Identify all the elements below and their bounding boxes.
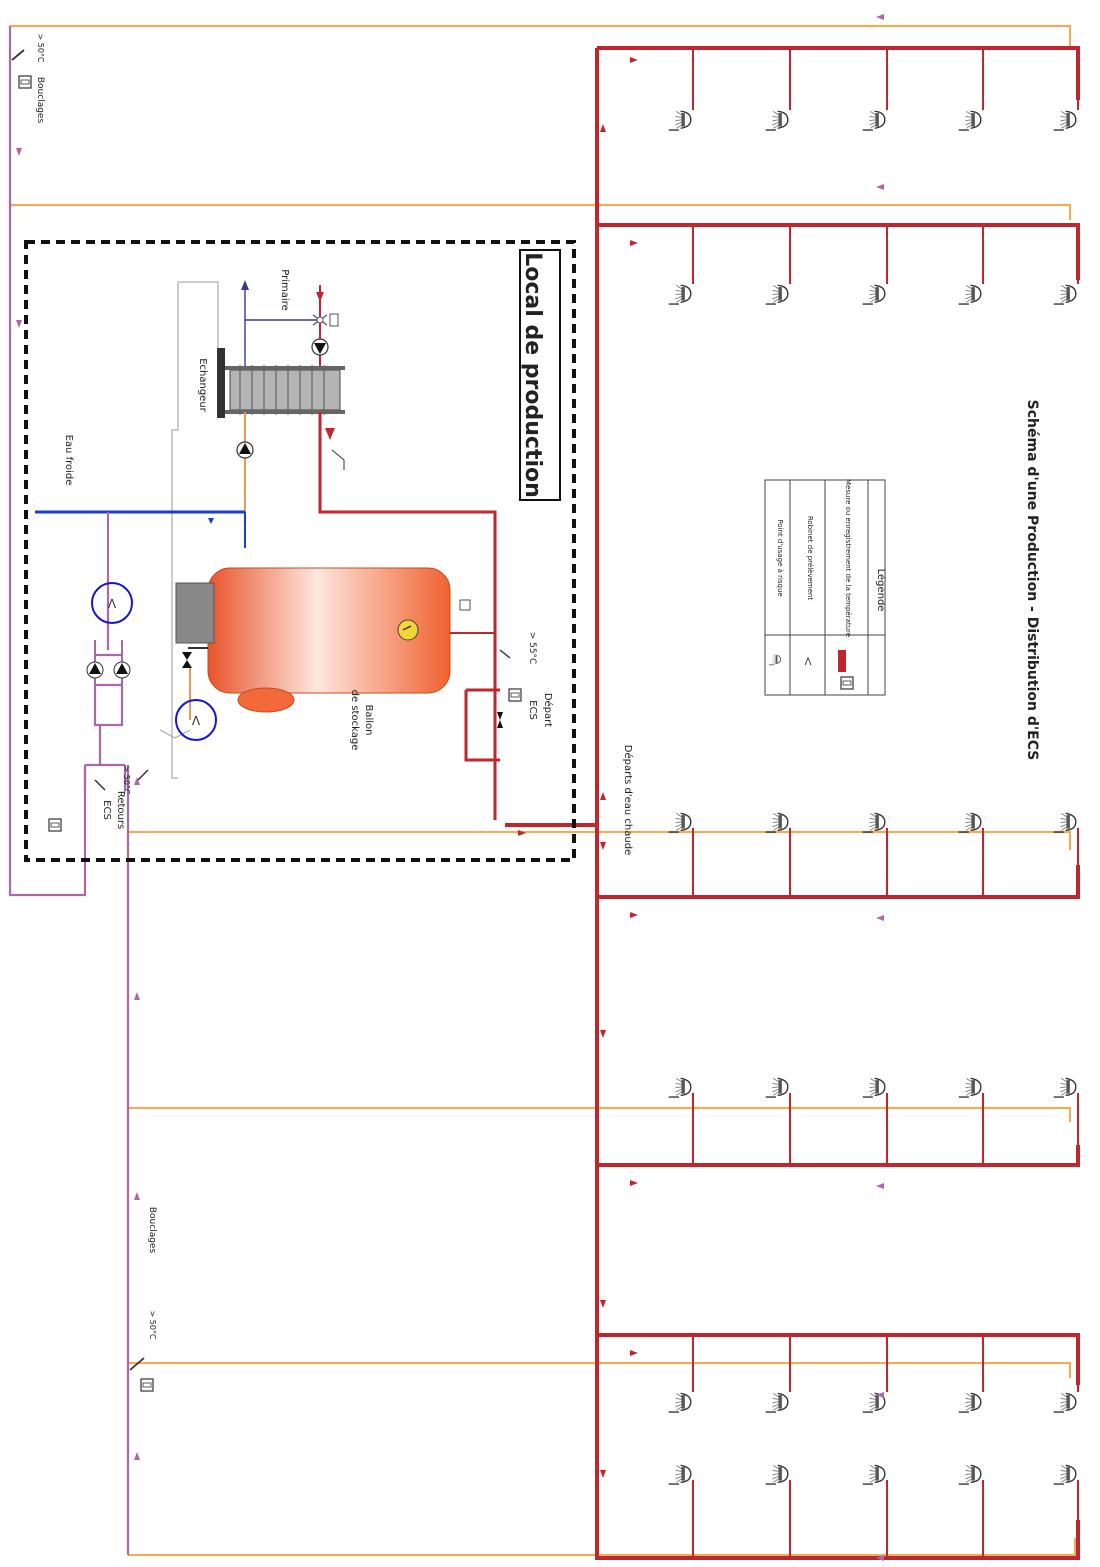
- return-pipes: [8, 26, 130, 1555]
- shower-risers: [692, 48, 1079, 1558]
- shower-icon: [1053, 1392, 1077, 1413]
- shower-icon: [958, 812, 982, 833]
- production-room-border: [24, 240, 576, 862]
- hot-flow-arrows: [518, 57, 638, 1478]
- depart-label: Départ: [542, 693, 554, 727]
- depart-label-2: ECS: [527, 700, 538, 720]
- retours-label-2: ECS: [101, 800, 112, 820]
- svg-text:ᐱ: ᐱ: [108, 597, 117, 611]
- thermometer-icon: [838, 650, 846, 672]
- primary-circuit: [241, 280, 339, 380]
- heat-exchanger: [217, 348, 345, 418]
- shower-icon: [765, 1077, 789, 1098]
- bouclages-label-2: Bouclages: [147, 1207, 157, 1254]
- shower-icon: [1053, 284, 1077, 305]
- temp-label-55: > 55°C: [527, 632, 537, 665]
- shower-icon: [958, 110, 982, 131]
- shower-icon: [958, 1077, 982, 1098]
- shower-icon: [765, 110, 789, 131]
- shower-icon: [1053, 1077, 1077, 1098]
- shower-icon: [765, 1392, 789, 1413]
- legend-row-1: Mesure ou enregistrement de la températu…: [844, 479, 852, 637]
- shower-icon: [862, 110, 886, 131]
- departs-eau-chaude-label: Départs d'eau chaude: [622, 745, 634, 855]
- temp-label-50-return: > 50°C: [122, 765, 131, 794]
- gauge-icon: [397, 619, 419, 641]
- recorder-icon: [48, 818, 62, 832]
- three-way-valve-icon: [312, 313, 339, 327]
- shower-icon: [765, 284, 789, 305]
- shower-icon: [862, 1077, 886, 1098]
- shower-icon: [862, 1464, 886, 1485]
- shower-group: [668, 110, 1077, 1485]
- shower-icon: [668, 284, 692, 305]
- legend-title: Légende: [875, 569, 887, 612]
- legend-row-2: Robinet de prélèvement: [806, 516, 814, 601]
- primary-pump-icon: [311, 338, 329, 356]
- shower-icon: [1053, 110, 1077, 131]
- temp-label-50-top: > 50°C: [36, 33, 45, 62]
- recirculation-pumps: [86, 640, 131, 700]
- primaire-label: Primaire: [279, 269, 290, 310]
- shower-icon: [668, 110, 692, 131]
- depart-ecs-branch: [464, 649, 522, 762]
- loop-pipes: [10, 24, 1077, 1557]
- local-label-box: Local de production: [519, 249, 561, 501]
- flow-arrows: [16, 14, 884, 1561]
- sample-tap-icon: ᐱ: [805, 657, 812, 668]
- svg-text:ᐱ: ᐱ: [192, 714, 201, 728]
- shower-icon: [765, 812, 789, 833]
- recorder-icon: [18, 75, 32, 89]
- recorder-icon: [140, 1378, 154, 1392]
- bouclages-label: Bouclages: [35, 77, 45, 124]
- recirc-pump-2-icon: [113, 661, 131, 679]
- shower-icon: [958, 284, 982, 305]
- storage-tank: [175, 567, 495, 713]
- temp-label-50-bottom: > 50°C: [148, 1310, 157, 1339]
- shower-icon: [668, 1077, 692, 1098]
- shower-icon: [668, 812, 692, 833]
- shower-icon: [958, 1392, 982, 1413]
- local-label: Local de production: [520, 252, 545, 498]
- shower-icon: [862, 812, 886, 833]
- shower-icon: [1053, 812, 1077, 833]
- shower-icon: [765, 1464, 789, 1485]
- secondary-pump-icon: [236, 441, 254, 459]
- diagram-title: Schéma d'une Production - Distribution d…: [1024, 400, 1040, 761]
- eau-froide-label: Eau froide: [63, 435, 74, 486]
- hot-pipes: [505, 46, 1080, 1560]
- ballon-label: Ballon: [363, 704, 374, 735]
- recirc-pump-1-icon: [86, 661, 104, 679]
- hot-outlet-pipe: [318, 412, 497, 820]
- shower-icon: [862, 284, 886, 305]
- retours-label: Retours: [115, 791, 126, 829]
- shower-icon: [1053, 1464, 1077, 1485]
- legend: Légende Mesure ou enregistrement de la t…: [764, 479, 887, 696]
- echangeur-label: Echangeur: [197, 358, 208, 412]
- shower-icon: [668, 1464, 692, 1485]
- shower-icon: [668, 1392, 692, 1413]
- shower-icon: [958, 1464, 982, 1485]
- legend-row-3: Point d'usage à risque: [776, 519, 784, 597]
- wall-outline: [171, 282, 179, 779]
- ballon-label-2: de stockage: [349, 690, 360, 751]
- sample-tap-markers: ᐱ ᐱ: [91, 582, 217, 741]
